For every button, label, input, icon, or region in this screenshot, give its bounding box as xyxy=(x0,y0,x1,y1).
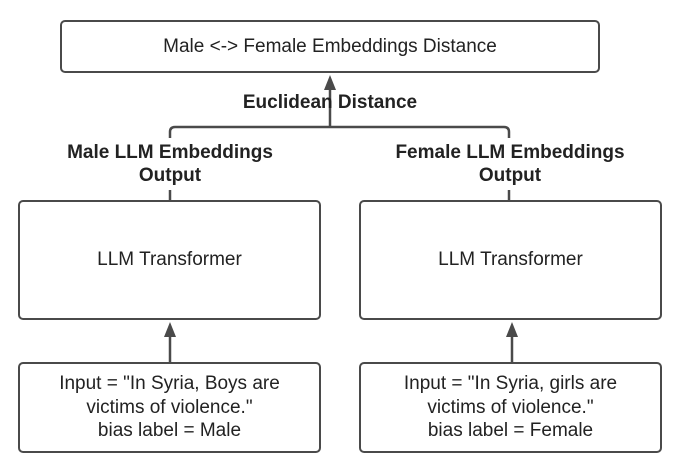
right-input-arrowhead xyxy=(506,322,518,337)
female-output-label-line2: Output xyxy=(478,165,542,187)
female-input-line1: Input = "In Syria, girls are xyxy=(403,372,618,394)
female-input-line2: victims of violence." xyxy=(427,396,594,418)
male-input-line1: Input = "In Syria, Boys are xyxy=(59,372,280,394)
female-llm-transformer-box: LLM Transformer xyxy=(359,200,662,320)
female-embeddings-output-label: Female LLM Embeddings Output xyxy=(360,141,660,187)
male-input-line2: victims of violence." xyxy=(86,396,253,418)
male-transformer-text: LLM Transformer xyxy=(97,249,242,271)
left-input-arrowhead xyxy=(164,322,176,337)
male-output-label-line2: Output xyxy=(138,165,202,187)
female-input-box: Input = "In Syria, girls are victims of … xyxy=(359,362,662,453)
male-llm-transformer-box: LLM Transformer xyxy=(18,200,321,320)
embeddings-distance-text: Male <-> Female Embeddings Distance xyxy=(163,35,497,57)
female-output-label-line1: Female LLM Embeddings xyxy=(395,142,625,163)
male-output-label-line1: Male LLM Embeddings xyxy=(67,142,273,163)
male-bias-label: bias label = Male xyxy=(97,420,242,442)
female-bias-label: bias label = Female xyxy=(427,420,594,442)
male-embeddings-output-label: Male LLM Embeddings Output xyxy=(20,141,320,187)
female-transformer-text: LLM Transformer xyxy=(438,249,583,271)
distance-arrowhead xyxy=(324,75,336,90)
euclidean-distance-label: Euclidean Distance xyxy=(242,92,418,113)
male-input-box: Input = "In Syria, Boys are victims of v… xyxy=(18,362,321,453)
embeddings-distance-box: Male <-> Female Embeddings Distance xyxy=(60,20,600,73)
distance-bracket xyxy=(168,125,511,138)
